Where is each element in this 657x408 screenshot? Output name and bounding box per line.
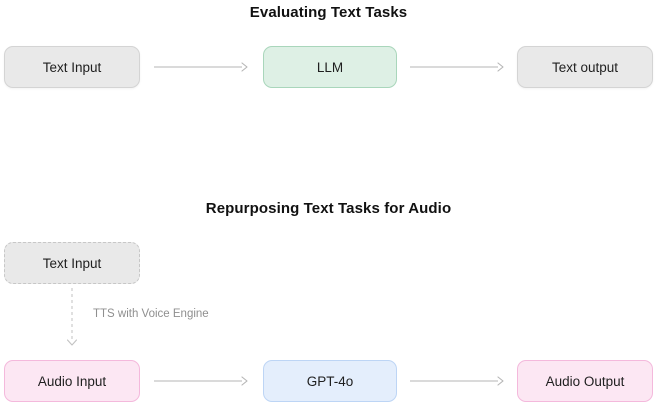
edge-label-tts-voice-engine: TTS with Voice Engine [93,308,209,320]
node-text-output: Text output [517,46,653,88]
arrow-right-icon [410,62,504,72]
arrow-right-icon [154,62,248,72]
node-audio-input: Audio Input [4,360,140,402]
node-audio-output: Audio Output [517,360,653,402]
section-title-repurposing-text-tasks: Repurposing Text Tasks for Audio [205,200,452,217]
node-gpt-4o: GPT-4o [263,360,397,402]
node-llm: LLM [263,46,397,88]
arrow-down-dashed-icon [66,288,78,346]
arrow-right-icon [410,376,504,386]
section-title-evaluating-text-tasks: Evaluating Text Tasks [249,4,408,21]
arrow-right-icon [154,376,248,386]
node-text-input-dashed: Text Input [4,242,140,284]
node-text-input-top: Text Input [4,46,140,88]
